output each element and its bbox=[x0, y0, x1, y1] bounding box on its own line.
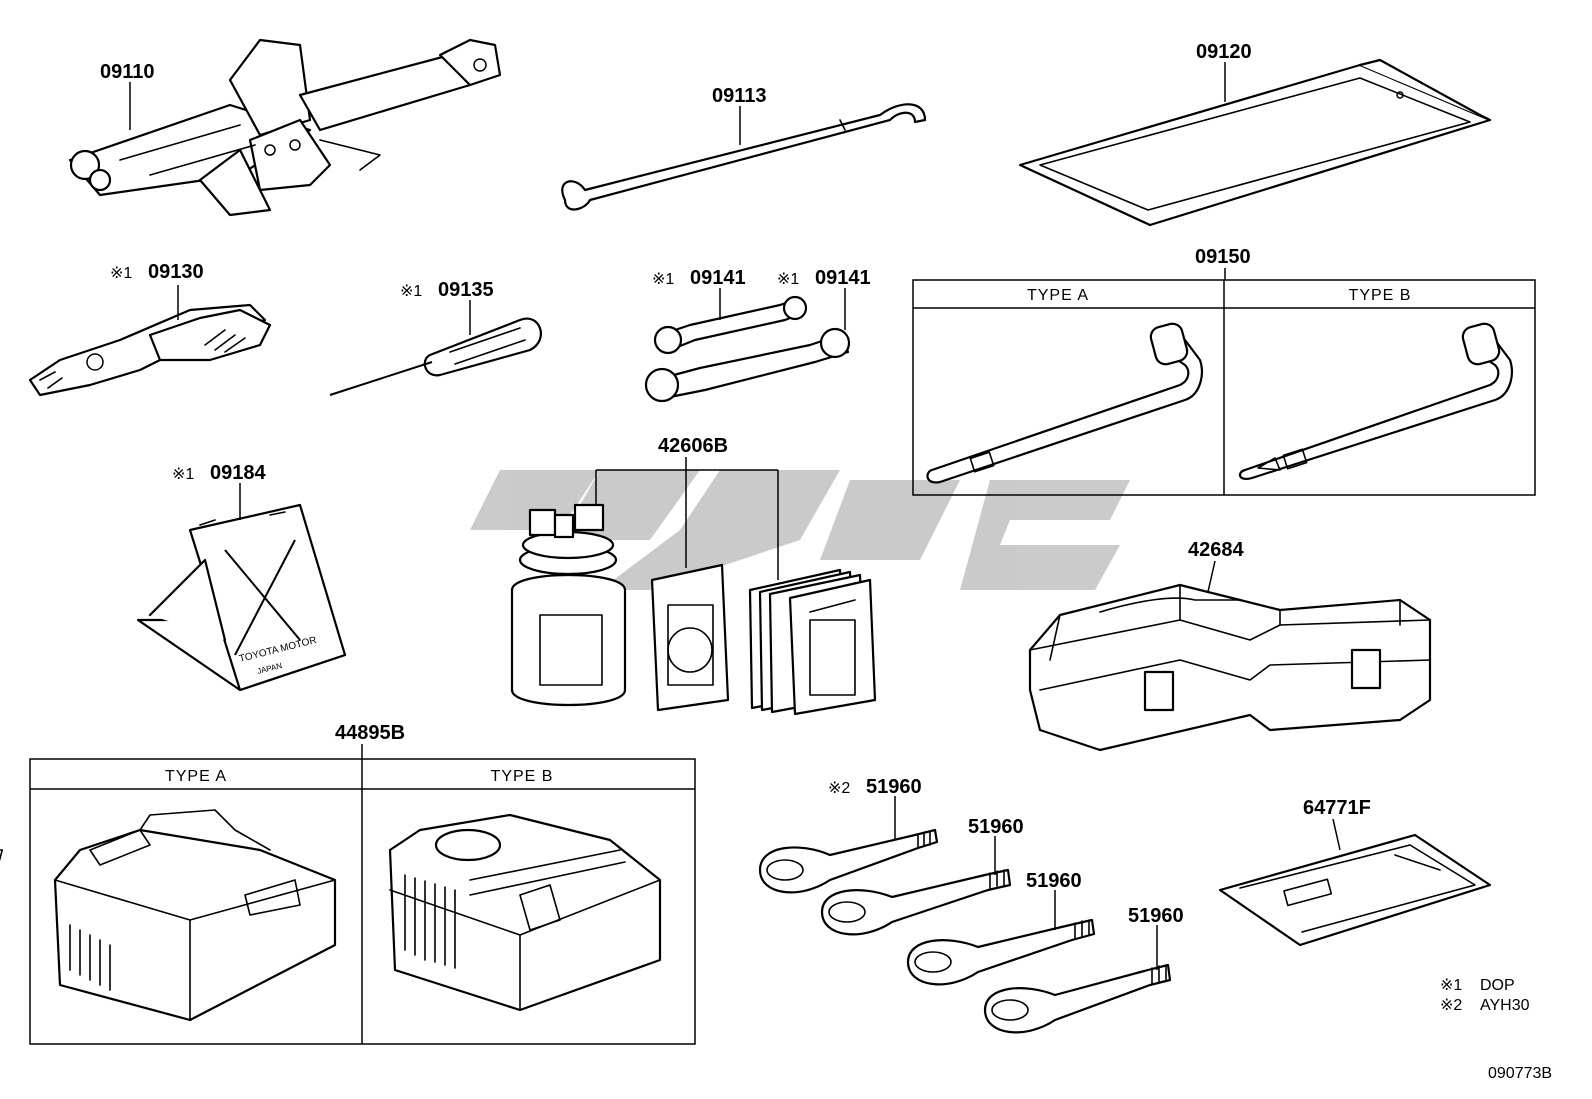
watermark-stroke-5 bbox=[960, 480, 1130, 590]
label-repair-kit: 42606B bbox=[658, 435, 728, 457]
tow-hook-2-part bbox=[820, 868, 1012, 936]
tow-hook-1-part bbox=[758, 828, 939, 894]
hub-wrench-type-a-header: TYPE A bbox=[1027, 287, 1089, 304]
label-tow-hook-2: 51960 bbox=[968, 816, 1024, 838]
mark-tow-hook: ※2 bbox=[828, 780, 850, 797]
screwdriver-part bbox=[329, 317, 542, 396]
label-jack: 09110 bbox=[100, 61, 155, 83]
legend: ※1 DOP ※2 AYH30 bbox=[1440, 977, 1530, 1014]
tow-hook-4-part bbox=[983, 963, 1172, 1034]
pliers-part bbox=[28, 303, 272, 397]
mark-wrench-1: ※1 bbox=[652, 271, 674, 288]
label-tow-hook-3: 51960 bbox=[1026, 870, 1082, 892]
jack-handle-part bbox=[561, 103, 927, 211]
label-tool-box: 42684 bbox=[1188, 539, 1244, 561]
label-wrench-1: 09141 bbox=[690, 267, 746, 289]
label-jack-handle: 09113 bbox=[712, 85, 767, 107]
tow-hook-3-part bbox=[906, 918, 1096, 986]
hub-nut-wrench-type-b-part bbox=[1238, 322, 1513, 480]
label-tow-hook-1: 51960 bbox=[866, 776, 922, 798]
hub-wrench-type-b-header: TYPE B bbox=[1349, 287, 1412, 304]
label-wrench-2: 09141 bbox=[815, 267, 871, 289]
legend-row1-text: DOP bbox=[1480, 977, 1515, 994]
watermark-stroke-3 bbox=[600, 470, 840, 590]
warning-triangle-part: TOYOTA MOTOR JAPAN bbox=[136, 503, 347, 692]
compressor-type-a-part bbox=[0, 809, 337, 1022]
mark-pliers: ※1 bbox=[110, 265, 132, 282]
mark-triangle: ※1 bbox=[172, 466, 194, 483]
leader-manual bbox=[1332, 818, 1341, 851]
tool-bag-part bbox=[1018, 58, 1492, 227]
wrench-large-part bbox=[644, 327, 851, 403]
hub-nut-wrench-type-a-part bbox=[926, 322, 1203, 484]
legend-row2-text: AYH30 bbox=[1480, 997, 1530, 1014]
legend-row2-mark: ※2 bbox=[1440, 997, 1462, 1014]
label-triangle: 09184 bbox=[210, 462, 266, 484]
compressor-type-b-part bbox=[388, 813, 662, 1012]
tool-box-part bbox=[1028, 583, 1432, 752]
label-compressor: 44895B bbox=[335, 722, 405, 744]
figure-id: 090773B bbox=[1488, 1065, 1552, 1082]
mark-screwdriver: ※1 bbox=[400, 283, 422, 300]
compressor-type-b-header: TYPE B bbox=[491, 768, 554, 785]
mark-wrench-2: ※1 bbox=[777, 271, 799, 288]
sealant-bottle-part bbox=[510, 503, 627, 707]
owners-manual-part bbox=[1218, 833, 1492, 947]
label-pliers: 09130 bbox=[148, 261, 204, 283]
jack-part bbox=[68, 38, 502, 217]
label-manual: 64771F bbox=[1303, 797, 1371, 819]
label-tool-bag: 09120 bbox=[1196, 41, 1252, 63]
label-hub-nut-wrench: 09150 bbox=[1195, 246, 1251, 268]
hub-nut-wrench-table: TYPE A TYPE B bbox=[912, 279, 1536, 496]
compressor-table: TYPE A TYPE B bbox=[29, 758, 696, 1045]
watermark-logo bbox=[470, 470, 1130, 590]
wrench-small-part bbox=[653, 295, 808, 355]
watermark-stroke-4 bbox=[820, 480, 960, 560]
legend-row1-mark: ※1 bbox=[1440, 977, 1462, 994]
sticker-stack-part bbox=[748, 568, 877, 716]
label-screwdriver: 09135 bbox=[438, 279, 494, 301]
label-tow-hook-4: 51960 bbox=[1128, 905, 1184, 927]
compressor-type-a-header: TYPE A bbox=[165, 768, 227, 785]
sealant-sheet-part bbox=[650, 563, 730, 712]
